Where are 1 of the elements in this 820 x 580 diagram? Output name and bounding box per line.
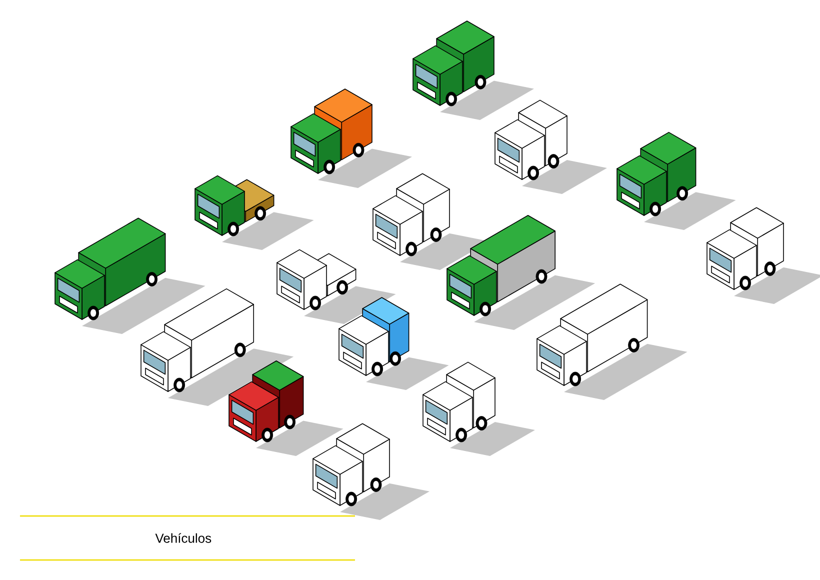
- title: Vehículos: [155, 533, 212, 543]
